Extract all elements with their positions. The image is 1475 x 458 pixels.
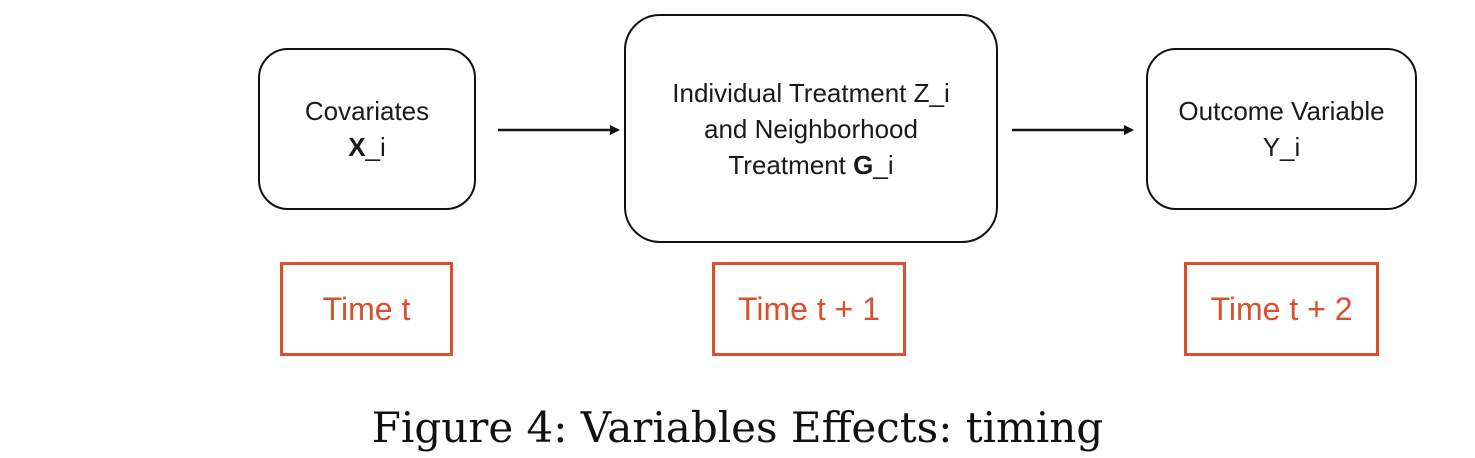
treatment-variable-bold: G — [853, 149, 874, 180]
covariates-variable-bold: X — [348, 132, 366, 162]
time-t-plus-2-label: Time t + 2 — [1184, 262, 1379, 356]
timing-diagram: Covariates X_i Individual Treatment Z_i … — [258, 14, 1417, 452]
covariates-label: Covariates — [304, 96, 430, 126]
treatment-line-3: Treatment G_i — [728, 147, 893, 183]
covariates-variable-subscript: _i — [365, 132, 386, 162]
treatment-variable-subscript: _i — [873, 149, 894, 180]
outcome-label: Outcome Variable — [1178, 96, 1385, 126]
covariates-node: Covariates X_i — [258, 48, 476, 210]
treatment-line-1: Individual Treatment Z_i — [672, 77, 950, 108]
treatment-node: Individual Treatment Z_i and Neighborhoo… — [624, 14, 998, 243]
time-t-label: Time t — [280, 262, 453, 356]
diagram-arrows — [498, 125, 1134, 135]
outcome-variable: Y_i — [1262, 132, 1301, 162]
treatment-line-2: and Neighborhood — [704, 113, 918, 144]
time-t-plus-1-label: Time t + 1 — [712, 262, 906, 356]
treatment-line-3-prefix: Treatment — [728, 149, 854, 180]
figure-caption: Figure 4: Variables Effects: timing — [371, 403, 1104, 452]
covariates-variable: X_i — [348, 129, 386, 165]
outcome-node: Outcome Variable Y_i — [1146, 48, 1417, 210]
